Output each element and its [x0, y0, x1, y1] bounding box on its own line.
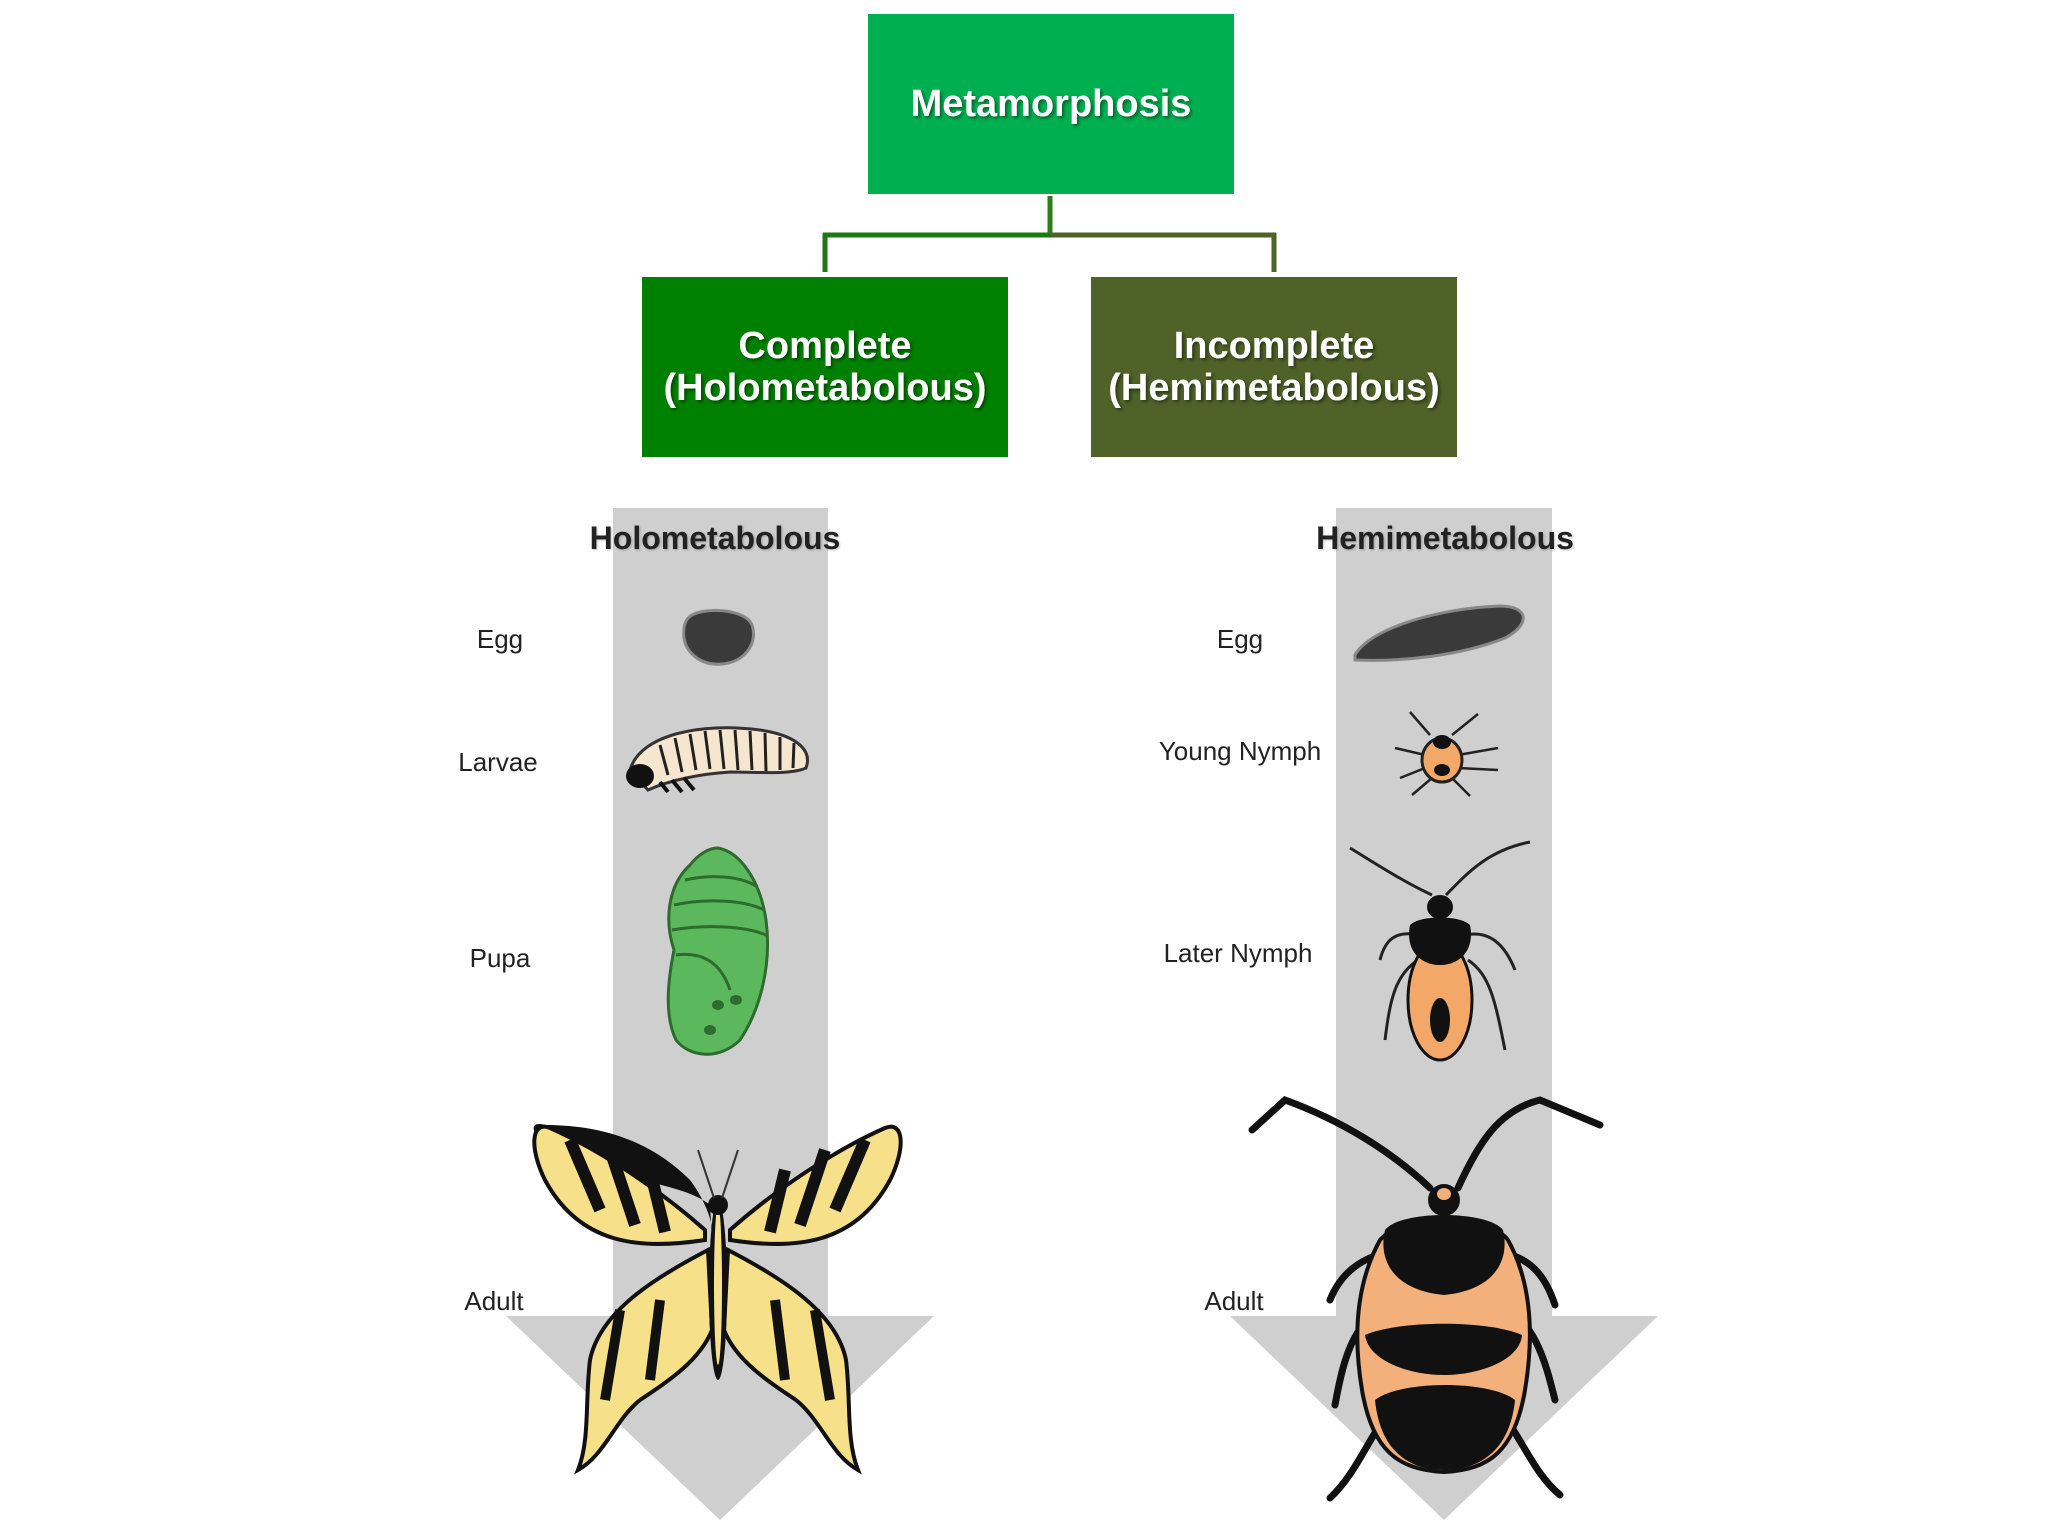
incomplete-line1: Incomplete	[1173, 325, 1375, 367]
hemimetabolous-title: Hemimetabolous	[1316, 520, 1574, 556]
larva-icon	[626, 726, 809, 794]
root-label: Metamorphosis	[910, 82, 1192, 125]
egg-icon	[682, 608, 755, 666]
holo-stage-pupa: Pupa	[469, 943, 531, 973]
pupa-icon	[666, 846, 770, 1056]
elongated-egg-icon	[1353, 604, 1525, 662]
holo-stage-larvae: Larvae	[458, 747, 538, 777]
hemi-stage-adult: Adult	[1204, 1286, 1264, 1316]
later-nymph-icon	[1349, 840, 1531, 1062]
complete-line1: Complete	[738, 325, 912, 367]
incomplete-line2: (Hemimetabolous)	[1108, 367, 1440, 409]
holometabolous-title: Holometabolous	[589, 520, 841, 556]
complete-branch-box: Complete (Holometabolous)	[642, 277, 1008, 457]
metamorphosis-root-box: Metamorphosis	[868, 14, 1234, 194]
butterfly-icon	[532, 1124, 903, 1475]
hemi-stage-egg: Egg	[1216, 624, 1264, 654]
tree-connectors	[822, 196, 1277, 272]
hemi-stage-young-nymph: Young Nymph	[1158, 736, 1322, 766]
incomplete-branch-box: Incomplete (Hemimetabolous)	[1091, 277, 1457, 457]
holo-stage-egg: Egg	[476, 624, 524, 654]
complete-line2: (Holometabolous)	[663, 367, 987, 409]
hemi-stage-later-nymph: Later Nymph	[1163, 938, 1313, 968]
young-nymph-icon	[1394, 711, 1499, 797]
holo-stage-adult: Adult	[464, 1286, 524, 1316]
adult-bug-icon	[1248, 1095, 1604, 1502]
